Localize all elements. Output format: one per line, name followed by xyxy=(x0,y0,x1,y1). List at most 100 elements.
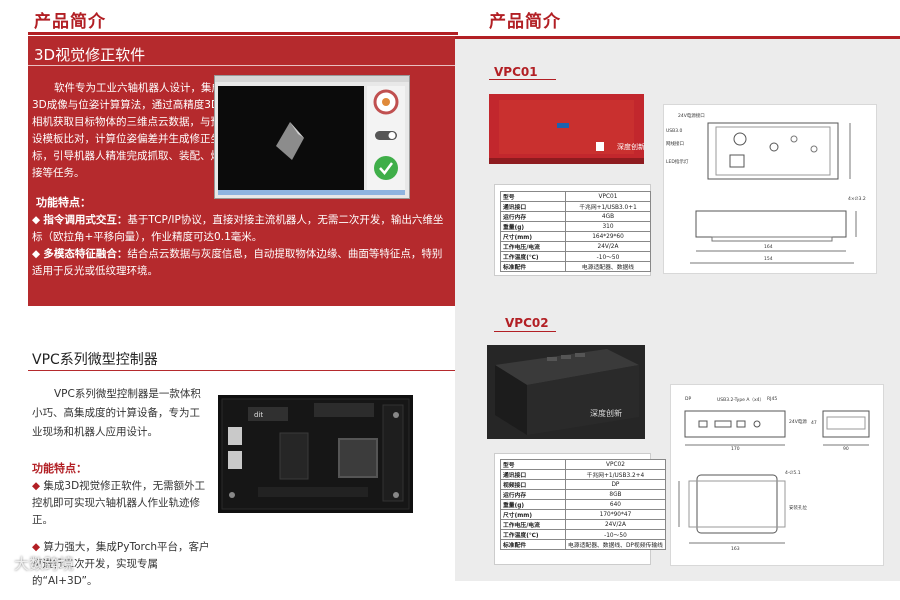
controller-board-image: dit xyxy=(218,395,413,513)
vpc01-spec-key: 工作温度(℃) xyxy=(500,251,566,262)
vpc01-spec-key: 工作电压/电流 xyxy=(500,241,566,252)
vpc01-label-underline xyxy=(489,79,556,80)
right-page-title: 产品简介 xyxy=(489,12,561,32)
vpc02-spec-key: 尺寸(mm) xyxy=(500,509,566,520)
vpc01-spec-row: 工作温度(℃)-10～50 xyxy=(500,251,651,262)
processor-chip xyxy=(338,438,378,478)
vpc02-spec-value: 千兆网+1/USB3.2+4 xyxy=(565,469,666,480)
vpc02-dimension-drawing xyxy=(678,410,870,544)
software-description: 软件专为工业六轴机器人设计，集成3D成像与位姿计算算法，通过高精度3D相机获取目… xyxy=(32,80,222,182)
vpc02-spec-value: 640 xyxy=(565,499,666,510)
vpc02-spec-key: 标准配件 xyxy=(500,539,566,550)
vpc01-spec-value: -10～50 xyxy=(565,251,651,262)
vpc01-spec-key: 尺寸(mm) xyxy=(500,231,566,242)
vpc01-brand: 深度创新 xyxy=(617,143,645,151)
software-side-controls xyxy=(373,89,399,180)
software-titlebar xyxy=(215,76,409,82)
vpc01-spec-value: 310 xyxy=(565,221,651,232)
vpc01-spec-key: 运行内存 xyxy=(500,211,566,222)
vpc-features-list: ◆ 集成3D视觉修正软件，无需额外工控机即可实现六轴机器人作业轨迹修正。 ◆ 算… xyxy=(32,478,212,600)
software-status-strip xyxy=(218,190,405,195)
vpc01-spec-row: 重量(g)310 xyxy=(500,221,651,232)
vpc02-mount-label: 安装孔位 xyxy=(789,506,807,511)
software-screenshot xyxy=(214,75,410,199)
vpc01-network-label: 网线接口 xyxy=(666,142,684,147)
vpc02-spec-value: 8GB xyxy=(565,489,666,500)
vpc01-depth-dimension: 154 xyxy=(764,257,773,262)
vpc01-spec-value: 电源适配器、数据线 xyxy=(565,261,651,272)
vpc02-spec-key: 型号 xyxy=(500,459,566,470)
vpc02-label-underline xyxy=(494,331,556,332)
vpc02-spec-value: 24V/2A xyxy=(565,519,666,530)
vpc01-spec-row: 标准配件电源适配器、数据线 xyxy=(500,261,651,272)
svg-text:dit: dit xyxy=(254,411,263,419)
software-features-list: ◆ 指令调用式交互：基于TCP/IP协议，直接对接主流机器人，无需二次开发，输出… xyxy=(32,212,444,280)
vpc02-spec-key: 运行内存 xyxy=(500,489,566,500)
vpc01-width-dimension: 164 xyxy=(764,245,773,250)
vpc-series-divider xyxy=(28,370,455,371)
vpc-series-heading: VPC系列微型控制器 xyxy=(32,352,158,368)
vpc01-dimension-drawing xyxy=(690,122,857,264)
vpc02-spec-value: VPC02 xyxy=(565,459,666,470)
vpc01-spec-key: 重量(g) xyxy=(500,221,566,232)
vpc01-led-label: LED指示灯 xyxy=(666,160,689,165)
point-cloud-object-icon xyxy=(276,122,304,160)
vpc02-spec-value: -10～50 xyxy=(565,529,666,540)
vpc02-product-image xyxy=(487,345,645,439)
vpc02-width-dimension: 170 xyxy=(731,447,740,452)
vpc-feature-1: ◆ 集成3D视觉修正软件，无需额外工控机即可实现六轴机器人作业轨迹修正。 xyxy=(32,480,206,526)
watermark-logo: 大数跨境 xyxy=(14,555,75,573)
vpc02-device-icon xyxy=(495,349,639,435)
vpc02-rj45-label: RJ45 xyxy=(767,397,778,402)
vpc02-bottom-dimension: 163 xyxy=(731,547,740,552)
software-feature-1-text: 基于TCP/IP协议，直接对接主流机器人，无需二次开发，输出六维坐标（欧拉角+平… xyxy=(32,214,444,243)
software-feature-1: ◆ 指令调用式交互：基于TCP/IP协议，直接对接主流机器人，无需二次开发，输出… xyxy=(32,214,444,243)
software-feature-2: ◆ 多模态特征融合：结合点云数据与灰度信息，自动提取物体边缘、曲面等特征点，特别… xyxy=(32,248,443,277)
vpc01-spec-value: 4GB xyxy=(565,211,651,222)
vpc-feature-1-text: 集成3D视觉修正软件，无需额外工控机即可实现六轴机器人作业轨迹修正。 xyxy=(32,480,206,526)
vpc02-spec-row: 重量(g)640 xyxy=(500,499,666,510)
vpc01-spec-key: 通讯接口 xyxy=(500,201,566,212)
vpc01-base xyxy=(489,158,644,164)
software-heading: 3D视觉修正软件 xyxy=(34,46,146,64)
software-feature-2-label: 多模态特征融合： xyxy=(43,248,128,260)
vpc02-spec-row: 尺寸(mm)170*90*47 xyxy=(500,509,666,520)
vpc02-dp-label: DP xyxy=(685,397,692,402)
vpc02-spec-value: 170*90*47 xyxy=(565,509,666,520)
software-section: 3D视觉修正软件 软件专为工业六轴机器人设计，集成3D成像与位姿计算算法，通过高… xyxy=(28,36,455,306)
software-description-text: 软件专为工业六轴机器人设计，集成3D成像与位姿计算算法，通过高精度3D相机获取目… xyxy=(32,82,222,179)
vpc02-height-dimension: 47 xyxy=(811,421,817,426)
vpc01-spec-key: 型号 xyxy=(500,191,566,202)
software-side-panel xyxy=(367,86,405,190)
point-cloud-view xyxy=(218,86,364,190)
vpc02-spec-value: 电源适配器、数据线、DP视频传输线 xyxy=(565,539,666,550)
vpc02-hole-label: 4-∅5.1 xyxy=(785,471,801,476)
vpc01-hole-label: 4×∅3.2 xyxy=(848,197,866,202)
vpc01-spec-row: 尺寸(mm)164*29*60 xyxy=(500,231,651,242)
vpc-series-description: VPC系列微型控制器是一款体积小巧、高集成度的计算设备，专为工业现场和机器人应用… xyxy=(32,385,202,442)
vpc01-spec-key: 标准配件 xyxy=(500,261,566,272)
vpc02-spec-key: 重量(g) xyxy=(500,499,566,510)
vpc-features-title: 功能特点： xyxy=(32,462,87,475)
vpc02-technical-drawing: DP USB3.2-Type A（x4） RJ45 24V电源 170 47 9… xyxy=(670,384,884,566)
vpc01-label: VPC01 xyxy=(494,65,538,79)
software-features-title: 功能特点： xyxy=(36,196,91,209)
vpc02-spec-row: 通讯接口千兆网+1/USB3.2+4 xyxy=(500,469,666,480)
software-feature-2-text: 结合点云数据与灰度信息，自动提取物体边缘、曲面等特征点，特别适用于反光或低纹理环… xyxy=(32,248,443,277)
circuit-board-icon: dit xyxy=(221,398,410,510)
vpc01-technical-drawing: 24V电源接口 USB3.0 网线接口 LED指示灯 4×∅3.2 164 15… xyxy=(663,104,877,274)
vpc01-device-icon xyxy=(499,100,634,154)
check-icon xyxy=(374,156,398,180)
vpc02-spec-value: DP xyxy=(565,479,666,490)
vpc02-spec-key: 视频接口 xyxy=(500,479,566,490)
vpc02-usb-label: USB3.2-Type A（x4） xyxy=(717,398,764,403)
vpc02-spec-key: 工作温度(℃) xyxy=(500,529,566,540)
vpc01-usb-label: USB3.0 xyxy=(666,129,683,134)
